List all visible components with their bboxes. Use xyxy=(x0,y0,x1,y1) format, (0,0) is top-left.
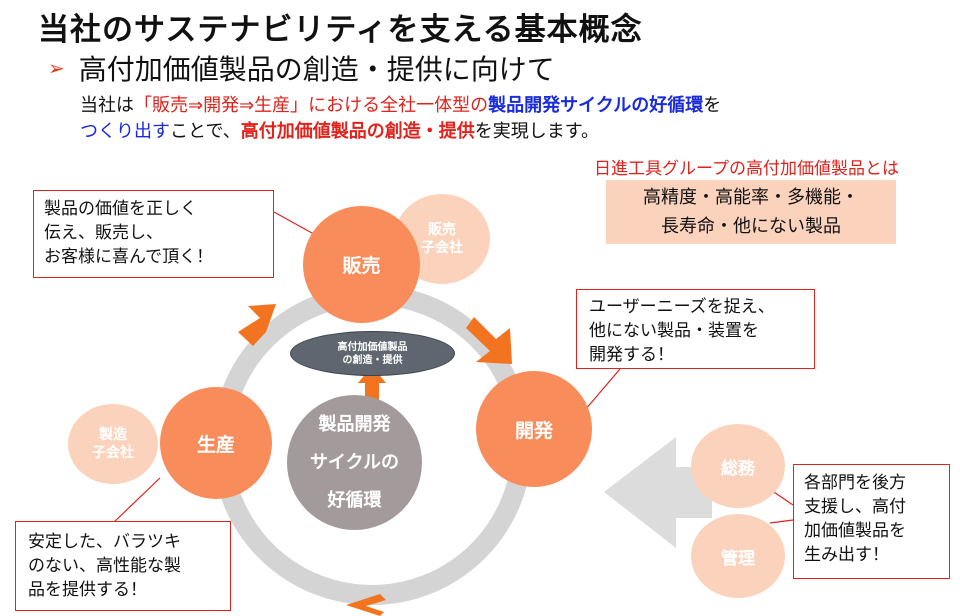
page-title: 当社のサステナビリティを支える基本概念 xyxy=(38,12,643,48)
cycle-arrow-top-left xyxy=(238,304,276,346)
center-label: 好循環 xyxy=(327,489,382,511)
callout-sales: 製品の価値を正しく 伝え、販売し、 お客様に喜んで頂く！ xyxy=(33,190,274,278)
subtitle: ➢ 高付加価値製品の創造・提供に向けて xyxy=(48,48,555,88)
lead-text: 当社は xyxy=(80,95,134,116)
management-node: 管理 xyxy=(691,514,785,598)
cycle-arrow-top-right xyxy=(466,317,512,364)
output-ellipse: 高付加価値製品の創造・提供 xyxy=(290,331,455,376)
node-label: 販売 xyxy=(342,255,381,277)
general-affairs-node: 総務 xyxy=(691,424,785,508)
node-label: 開発 xyxy=(514,419,553,442)
lead-text: ことで、 xyxy=(170,121,241,142)
development-node: 開発 xyxy=(476,371,592,487)
connector-production xyxy=(111,477,161,525)
connector-management xyxy=(769,519,794,524)
callout-development: ユーザーニーズを捉え、 他にない製品・装置を 開発する！ xyxy=(576,289,815,369)
arrow-bullet-icon: ➢ xyxy=(48,56,65,80)
connector-development xyxy=(584,368,621,411)
lead-line-2: つくり出すことで、高付加価値製品の創造・提供を実現します。 xyxy=(80,117,599,143)
node-label: 子会社 xyxy=(92,445,134,461)
callout-support: 各部門を後方 支援し、高付 加価値製品を 生み出す！ xyxy=(793,464,950,579)
callout-production: 安定した、バラツキ のない、高性能な製 品を提供する！ xyxy=(15,521,231,611)
output-label: の創造・提供 xyxy=(342,354,403,366)
sales-node: 販売 xyxy=(303,206,420,323)
center-label: 製品開発 xyxy=(318,413,391,435)
production-subsidiary-node: 製造子会社 xyxy=(68,404,158,484)
cycle-center-node: 製品開発サイクルの好循環 xyxy=(287,395,422,530)
definition-line: 長寿命・他にない製品 xyxy=(661,216,841,237)
lead-highlight-blue: 製品開発サイクルの好循環 xyxy=(488,95,704,116)
output-label: 高付加価値製品 xyxy=(337,341,408,353)
production-node: 生産 xyxy=(160,387,272,499)
support-arrow xyxy=(604,437,712,548)
definition-line: 高精度・高能率・多機能・ xyxy=(643,187,859,208)
lead-highlight-blue: つくり出す xyxy=(80,121,170,142)
lead-line-1: 当社は「販売⇒開発⇒生産」における全社一体型の製品開発サイクルの好循環を xyxy=(80,91,721,117)
lead-highlight-red: 高付加価値製品の創造・提供 xyxy=(240,121,475,142)
node-label: 管理 xyxy=(721,548,755,569)
lead-highlight-red: 「販売⇒開発⇒生産」における全社一体型の xyxy=(134,95,489,116)
lead-text: を xyxy=(703,95,722,116)
lead-text: を実現します。 xyxy=(474,121,599,142)
node-label: 販売 xyxy=(428,222,456,238)
node-label: 生産 xyxy=(196,433,235,456)
cycle-arrow-bottom xyxy=(346,594,386,616)
definition-box: 高精度・高能率・多機能・ 長寿命・他にない製品 xyxy=(606,180,896,244)
node-label: 子会社 xyxy=(421,240,463,256)
node-label: 製造 xyxy=(99,427,127,443)
subtitle-text: 高付加価値製品の創造・提供に向けて xyxy=(78,53,555,86)
center-label: サイクルの xyxy=(309,451,400,473)
definition-title: 日進工具グループの高付加価値製品とは xyxy=(594,159,899,179)
node-label: 総務 xyxy=(721,458,755,479)
